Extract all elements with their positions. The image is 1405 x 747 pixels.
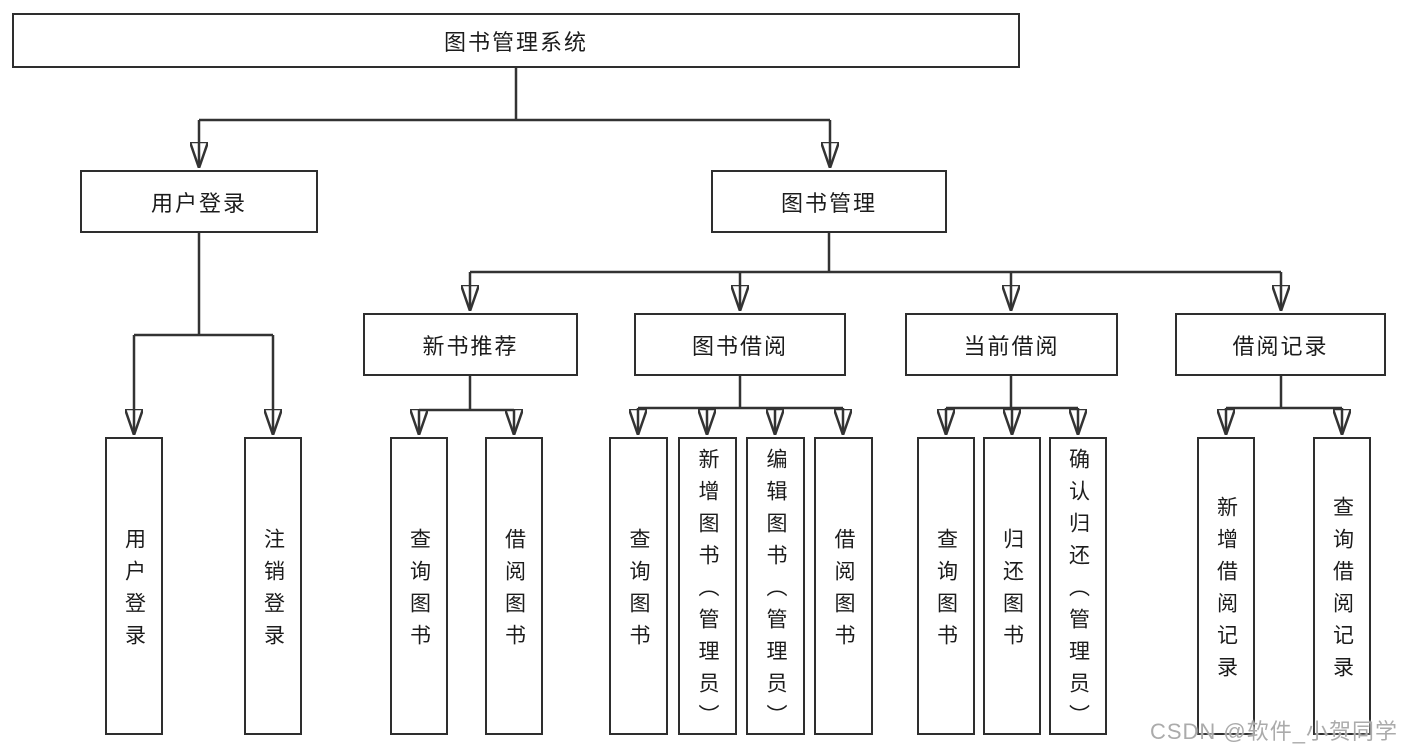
node-current-borrow-label: 当前借阅 bbox=[963, 333, 1060, 359]
leaf-record-query-label: 查询借阅记录 bbox=[1330, 495, 1354, 688]
node-library-system: 图书管理系统 bbox=[12, 13, 1020, 68]
leaf-borrow-query-book: 查询图书 bbox=[609, 437, 668, 735]
leaf-borrow-edit-book-admin: 编辑图书（管理员） bbox=[746, 437, 805, 736]
leaf-user-login: 用户登录 bbox=[105, 437, 163, 735]
leaf-borrow-edit-book-admin-label: 编辑图书（管理员） bbox=[764, 447, 787, 736]
leaf-record-add: 新增借阅记录 bbox=[1197, 437, 1255, 735]
node-user-login: 用户登录 bbox=[80, 170, 318, 233]
leaf-record-query: 查询借阅记录 bbox=[1313, 437, 1371, 735]
node-book-management: 图书管理 bbox=[711, 170, 947, 233]
leaf-current-return-book: 归还图书 bbox=[983, 437, 1041, 735]
csdn-watermark: CSDN @软件_小贺同学 bbox=[1149, 719, 1398, 744]
node-book-borrow: 图书借阅 bbox=[634, 313, 846, 376]
node-book-borrow-label: 图书借阅 bbox=[691, 333, 788, 359]
leaf-record-add-label: 新增借阅记录 bbox=[1214, 495, 1238, 688]
node-library-system-label: 图书管理系统 bbox=[443, 29, 588, 55]
node-user-login-label: 用户登录 bbox=[150, 190, 247, 216]
leaf-borrow-borrow-book-label: 借阅图书 bbox=[832, 527, 855, 656]
node-new-book-recommend-label: 新书推荐 bbox=[422, 333, 519, 359]
leaf-current-confirm-return-admin: 确认归还（管理员） bbox=[1049, 437, 1107, 736]
leaf-current-return-book-label: 归还图书 bbox=[1000, 527, 1024, 656]
leaf-current-query-book-label: 查询图书 bbox=[934, 527, 958, 656]
leaf-logout-label: 注销登录 bbox=[261, 527, 285, 656]
node-book-management-label: 图书管理 bbox=[780, 190, 877, 216]
leaf-newrec-query-book-label: 查询图书 bbox=[407, 527, 431, 656]
leaf-current-confirm-return-admin-label: 确认归还（管理员） bbox=[1066, 447, 1090, 736]
leaf-borrow-add-book-admin-label: 新增图书（管理员） bbox=[696, 447, 719, 736]
leaf-borrow-add-book-admin: 新增图书（管理员） bbox=[678, 437, 737, 736]
leaf-newrec-query-book: 查询图书 bbox=[390, 437, 448, 735]
leaf-newrec-borrow-book: 借阅图书 bbox=[485, 437, 543, 735]
leaf-user-login-label: 用户登录 bbox=[122, 527, 146, 656]
node-new-book-recommend: 新书推荐 bbox=[363, 313, 578, 376]
leaf-borrow-query-book-label: 查询图书 bbox=[627, 527, 650, 656]
leaf-current-query-book: 查询图书 bbox=[917, 437, 975, 735]
leaf-logout: 注销登录 bbox=[244, 437, 302, 735]
leaf-newrec-borrow-book-label: 借阅图书 bbox=[502, 527, 526, 656]
node-current-borrow: 当前借阅 bbox=[905, 313, 1118, 376]
node-borrow-record-label: 借阅记录 bbox=[1232, 333, 1329, 359]
node-borrow-record: 借阅记录 bbox=[1175, 313, 1386, 376]
leaf-borrow-borrow-book: 借阅图书 bbox=[814, 437, 873, 735]
